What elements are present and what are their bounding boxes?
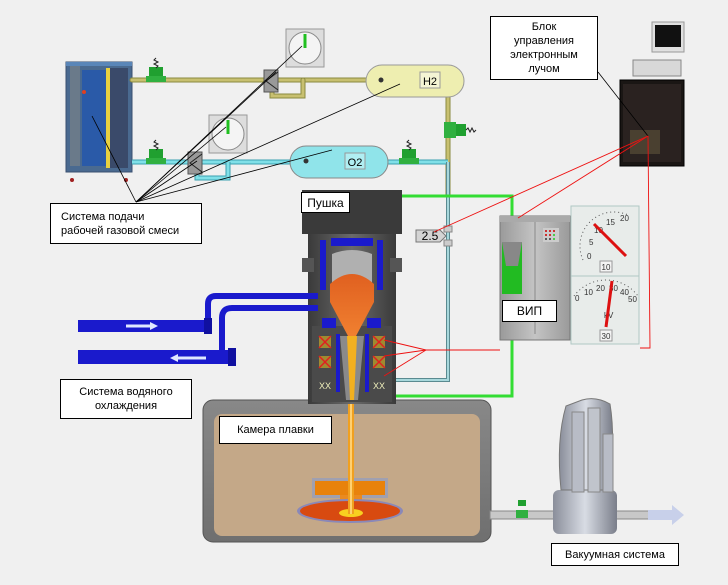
control-unit-label-line-2: управления <box>514 35 574 47</box>
voltage-gauge: 0 10 20 30 40 50 kV 30 <box>570 275 640 345</box>
gauge-upper-tick-1: 5 <box>589 238 594 247</box>
water-cooling-pipes <box>205 293 318 352</box>
melting-chamber-label: Камера плавки <box>219 416 332 444</box>
gauge-lower-tick-1: 10 <box>584 288 593 297</box>
gauge-lower-tick-2: 20 <box>596 284 605 293</box>
vacuum-system-label: Вакуумная система <box>551 543 679 566</box>
h2-tank-label: H2 <box>423 76 437 88</box>
cooling-outlet-pipe <box>78 348 236 366</box>
h2-outlet-valve <box>444 122 477 138</box>
vacuum-system-label-text: Вакуумная система <box>565 548 665 561</box>
svg-text:XX: XX <box>319 381 331 391</box>
power-supply-label-text: ВИП <box>516 304 543 318</box>
control-unit-label: Блок управления электронным лучом <box>490 16 598 80</box>
vacuum-valve <box>516 500 528 518</box>
o2-regulator <box>187 151 203 175</box>
power-supply-label: ВИП <box>502 300 557 322</box>
gauge-lower-tick-5: 50 <box>628 295 637 304</box>
focusing-coil-left-2 <box>318 355 332 369</box>
o2-outlet-valve <box>399 139 419 164</box>
h2-pressure-dial <box>285 28 325 68</box>
gauge-upper-readout: 10 <box>602 263 611 272</box>
svg-text:XX: XX <box>373 381 385 391</box>
control-computer <box>619 21 685 167</box>
gauge-lower-needle <box>604 280 614 328</box>
gun-label-text: Пушка <box>307 195 344 210</box>
gauge-lower-tick-0: 0 <box>575 294 580 303</box>
signal-lines <box>383 135 651 377</box>
cooling-inlet-pipe <box>78 318 212 334</box>
o2-solenoid-valve <box>146 139 166 164</box>
water-cooling-label-line-2: охлаждения <box>94 400 158 412</box>
pressure-indicator: 2.5 <box>415 225 453 247</box>
focusing-coil-right-2 <box>372 355 386 369</box>
gauge-lower-readout: 30 <box>602 332 611 341</box>
gauge-lower-tick-3: 30 <box>609 284 618 293</box>
focusing-coil-right-1 <box>372 335 386 349</box>
pressure-indicator-value: 2.5 <box>422 229 439 243</box>
gas-system-label-line-1: Система подачи <box>61 210 145 223</box>
gas-supply-cabinet <box>65 61 133 182</box>
leader-lines <box>91 45 649 203</box>
gauge-upper-tick-0: 0 <box>587 252 592 261</box>
control-unit-label-line-4: лучом <box>528 63 560 75</box>
water-cooling-label: Система водяного охлаждения <box>60 379 192 419</box>
current-gauge: 0 5 10 15 20 10 <box>570 205 640 277</box>
gauge-upper-tick-3: 15 <box>606 218 615 227</box>
gas-system-label: Система подачи рабочей газовой смеси <box>50 203 202 244</box>
vacuum-pump <box>553 398 617 534</box>
h2-tank: H2 <box>365 64 465 98</box>
o2-tank: O2 <box>289 145 389 179</box>
focusing-coil-left-1 <box>318 335 332 349</box>
gauge-upper-tick-4: 20 <box>620 214 629 223</box>
gas-system-label-line-2: рабочей газовой смеси <box>61 224 180 237</box>
h2-solenoid-valve <box>146 57 166 82</box>
gun-label: Пушка <box>301 192 350 213</box>
melting-chamber-label-text: Камера плавки <box>237 424 314 436</box>
o2-tank-label: O2 <box>348 157 363 169</box>
gauge-lower-tick-4: 40 <box>620 288 629 297</box>
water-cooling-label-line-1: Система водяного <box>79 386 173 398</box>
power-supply-cabinet <box>499 215 571 341</box>
gauge-upper-needle <box>592 222 628 258</box>
control-unit-label-line-1: Блок <box>531 21 557 33</box>
o2-pressure-dial <box>208 114 248 154</box>
control-unit-label-line-3: электронным <box>510 49 578 61</box>
